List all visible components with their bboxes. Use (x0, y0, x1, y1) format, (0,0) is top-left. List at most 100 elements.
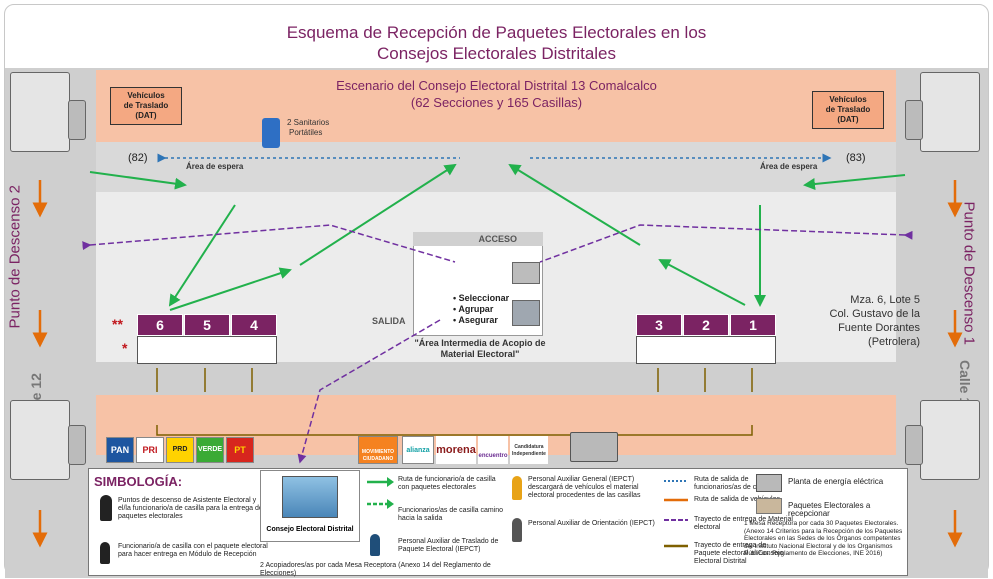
stage-area (96, 70, 896, 142)
title-line1: Esquema de Recepción de Paquetes Elector… (286, 23, 707, 42)
acceso-label: ACCESO (413, 232, 543, 246)
acopio-caption: "Área Intermedia de Acopio de Material E… (400, 338, 560, 360)
address-block: Mza. 6, Lote 5 Col. Gustavo de la Fuente… (790, 293, 921, 349)
legend-o2: Personal Auxiliar de Orientación (IEPCT) (528, 520, 655, 527)
brown-route-to-consejo (156, 425, 753, 436)
count-right: (83) (846, 152, 866, 164)
purple-route-down (297, 319, 441, 464)
legend-p3: 1 Mesa Receptora por cada 30 Paquetes El… (744, 520, 903, 557)
address-line4: (Petrolera) (868, 336, 920, 348)
ballot-box-2-icon (512, 300, 540, 326)
party-prd-logo: PRD (166, 437, 194, 463)
legend-r2: Ruta de salida de vehículos (694, 496, 780, 503)
green-route-right-d (508, 163, 641, 246)
party-pt-logo: PT (226, 437, 254, 463)
count-left: (82) (128, 152, 148, 164)
legend-g1: Ruta de funcionario/a de casilla con paq… (398, 476, 496, 491)
mesa-right-staff (636, 336, 776, 364)
legend-r3: Trayecto de entrega de Material electora… (694, 516, 793, 531)
legend-power-plant-icon (756, 474, 782, 492)
orientation-staff-icon (512, 518, 522, 542)
green-route-left-c (169, 267, 292, 311)
transport-staff-icon (370, 534, 380, 556)
legend-g3: Personal Auxiliar de Traslado de Paquete… (398, 538, 499, 553)
legend-green-dashed-arrowhead (387, 499, 394, 509)
vehicles-left-line3: (DAT) (135, 111, 157, 120)
truck-top-left-cab-icon (68, 100, 86, 140)
legend-p1: Planta de energía eléctrica (788, 477, 884, 486)
truck-mid-left-icon (10, 400, 70, 480)
vehicles-right-line1: Vehículos (829, 95, 867, 104)
general-staff-icon (512, 476, 522, 500)
truck-mid-left-cab-icon (68, 425, 86, 465)
acopio-caption-2: Material Electoral" (440, 349, 520, 359)
green-route-right-c (658, 259, 746, 306)
legend-o1: Personal Auxiliar General (IEPCT) descar… (528, 476, 641, 499)
consejo-label: Consejo Electoral Distrital (266, 526, 354, 533)
acopio-caption-1: "Área Intermedia de Acopio de (414, 338, 546, 348)
upper-corridor (96, 142, 896, 192)
party-verde-logo: VERDE (196, 437, 224, 463)
double-star-marker: ** (112, 316, 123, 332)
mesa-6: 6 (137, 314, 183, 336)
toilet-icon (262, 118, 280, 148)
legend-title: SIMBOLOGÍA: (94, 474, 183, 489)
legend-p2: Paquetes Electorales a recepcionar (788, 501, 871, 518)
legend-s3: 2 Acopiadores/as por cada Mesa Receptora… (260, 562, 491, 577)
mesa-4: 4 (231, 314, 277, 336)
vehicles-box-right: Vehículos de Traslado (DAT) (812, 91, 884, 129)
official-silhouette-icon (100, 542, 110, 564)
legend-r4: Trayecto de entrega de Paquete electoral… (694, 542, 784, 565)
assistant-silhouette-icon (100, 495, 112, 521)
vehicles-left-line1: Vehículos (127, 91, 165, 100)
salida-label: SALIDA (372, 316, 406, 326)
address-line1: Mza. 6, Lote 5 (850, 294, 920, 306)
green-route-left-a (89, 171, 187, 190)
purple-route-left (82, 224, 456, 263)
green-route-left-d (299, 163, 457, 266)
mesa-left-staff (137, 336, 277, 364)
toilets-label-1: 2 Sanitarios (287, 118, 330, 127)
step-select: • Seleccionar (453, 293, 510, 303)
toilets-label-2: Portátiles (289, 128, 323, 137)
legend-green-solid-arrowhead (387, 477, 394, 487)
address-line2: Col. Gustavo de la (829, 308, 921, 320)
truck-top-right-icon (920, 72, 980, 152)
legend-package-icon (756, 498, 782, 514)
party-encuentro-logo: encuentro (478, 436, 508, 464)
stage-title: Escenario del Consejo Electoral Distrita… (336, 78, 657, 93)
waiting-area-left-label: Área de espera (186, 162, 244, 171)
legend-g2: Funcionarios/as de casilla camino hacia … (398, 507, 504, 522)
vehicles-left-line2: de Traslado (123, 101, 169, 110)
vehicles-box-left: Vehículos de Traslado (DAT) (110, 87, 182, 125)
waiting-area-right-label: Área de espera (760, 162, 818, 171)
party-morena-logo: morena (436, 436, 476, 464)
legend-r1: Ruta de salida de funcionarios/as de cas… (694, 476, 773, 491)
acopio-steps: • Seleccionar • Agrupar • Asegurar (453, 293, 509, 326)
mesa-2: 2 (683, 314, 729, 336)
step-secure: • Asegurar (453, 315, 498, 325)
title-line2: Consejos Electorales Distritales (376, 44, 617, 63)
mesa-3: 3 (636, 314, 682, 336)
legend-s2: Funcionario/a de casilla con el paquete … (118, 543, 268, 558)
party-mc-logo: MOVIMIENTO CIUDADANO (358, 436, 398, 464)
stage-subtitle: (62 Secciones y 165 Casillas) (410, 95, 583, 110)
green-route-right-a (803, 174, 906, 190)
party-alianza-logo: alianza (402, 436, 434, 464)
vehicles-right-line3: (DAT) (837, 115, 859, 124)
ballot-box-icon (512, 262, 540, 284)
party-pan-logo: PAN (106, 437, 134, 463)
single-star-marker: * (122, 340, 128, 356)
truck-mid-right-icon (920, 400, 980, 480)
mesa-1: 1 (730, 314, 776, 336)
truck-top-left-icon (10, 72, 70, 152)
legend-s1: Puntos de descenso de Asistente Electora… (118, 497, 263, 520)
party-independiente-logo: Candidatura Independiente (510, 436, 548, 464)
address-line3: Fuente Dorantes (838, 322, 920, 334)
vehicles-right-line2: de Traslado (825, 105, 871, 114)
building-icon (282, 476, 338, 518)
step-group: • Agrupar (453, 304, 494, 314)
legend-green-arrows (367, 477, 394, 509)
party-pri-logo: PRI (136, 437, 164, 463)
